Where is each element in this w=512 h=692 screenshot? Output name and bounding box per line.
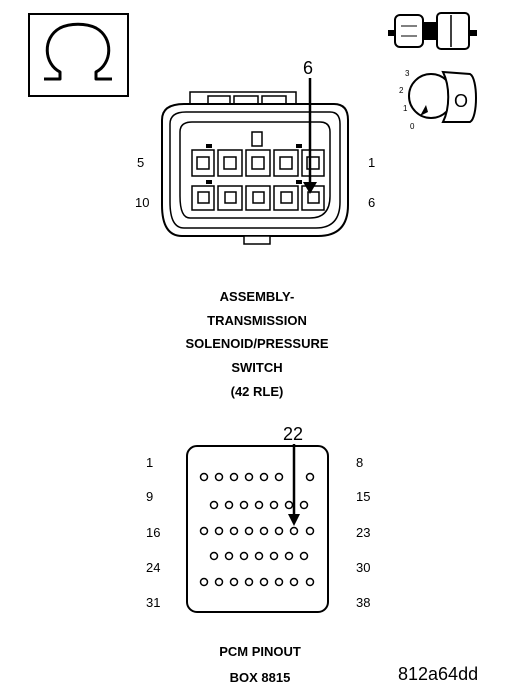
dial-position-0: 0	[410, 122, 415, 131]
pcm-pin-cavity	[305, 577, 315, 587]
pcm-pin-cavity	[269, 551, 279, 561]
pcm-pin-cavity	[199, 472, 209, 482]
lock-dial-icon: O 3 2 1 0	[399, 69, 477, 131]
pcm-pin-cavity	[259, 472, 269, 482]
pcm-pin-cavity	[284, 551, 294, 561]
pcm-row-label-23: 23	[356, 525, 370, 540]
pcm-row-label-24: 24	[146, 560, 160, 575]
pcm-pin-cavity	[274, 472, 284, 482]
pcm-pin-cavity	[299, 500, 309, 510]
lock-dial-face: O	[454, 91, 468, 111]
pcm-row-label-1: 1	[146, 455, 153, 470]
connector-title-line-1: ASSEMBLY-	[220, 289, 295, 304]
connector-callout-arrow	[303, 78, 317, 194]
pcm-row-label-30: 30	[356, 560, 370, 575]
pcm-pin-cavity	[199, 577, 209, 587]
pcm-pin-cavity	[305, 526, 315, 536]
pcm-callout-arrow	[288, 444, 300, 526]
pcm-pin-cavity	[244, 577, 254, 587]
pcm-row-label-9: 9	[146, 489, 153, 504]
connector-side-icon	[388, 12, 477, 50]
pcm-pin-cavity	[299, 551, 309, 561]
pcm-pin-grid	[199, 472, 315, 587]
pcm-pin-cavity	[229, 526, 239, 536]
pcm-pin-cavity	[199, 526, 209, 536]
pcm-title-line-1: PCM PINOUT	[219, 644, 301, 659]
pcm-pin-cavity	[274, 577, 284, 587]
pcm-pin-cavity	[244, 472, 254, 482]
pcm-pin-cavity	[209, 551, 219, 561]
pcm-pin-cavity	[214, 526, 224, 536]
pcm-pin-cavity	[214, 577, 224, 587]
pcm-pin-cavity	[229, 577, 239, 587]
figure-code: 812a64dd	[398, 664, 478, 684]
connector-title-line-2: TRANSMISSION	[207, 313, 307, 328]
pcm-pin-cavity	[239, 551, 249, 561]
pcm-pin-cavity	[254, 551, 264, 561]
pcm-pin-cavity	[269, 500, 279, 510]
connector-title-line-4: SWITCH	[231, 360, 282, 375]
pcm-pin-cavity	[289, 526, 299, 536]
pcm-title-line-2: BOX 8815	[230, 670, 291, 685]
pcm-row-label-38: 38	[356, 595, 370, 610]
pcm-pin-cavity	[244, 526, 254, 536]
pcm-row-label-16: 16	[146, 525, 160, 540]
dial-position-2: 2	[399, 86, 404, 95]
dial-position-3: 3	[405, 69, 410, 78]
pcm-row-label-15: 15	[356, 489, 370, 504]
connector-title-line-3: SOLENOID/PRESSURE	[185, 336, 328, 351]
pcm-pin-cavity	[259, 577, 269, 587]
pcm-row-label-8: 8	[356, 455, 363, 470]
pcm-pin-cavity	[259, 526, 269, 536]
pcm-callout-label: 22	[283, 424, 303, 444]
pcm-row-labels-right: 8 15 23 30 38	[356, 455, 370, 610]
dial-position-1: 1	[403, 104, 408, 113]
solenoid-connector	[161, 91, 349, 245]
connector-pin-label-5: 5	[137, 155, 144, 170]
pcm-pin-cavity	[224, 500, 234, 510]
pcm-pin-cavity	[239, 500, 249, 510]
pcm-pin-cavity	[224, 551, 234, 561]
connector-pin-label-6: 6	[368, 195, 375, 210]
connector-pin-label-10: 10	[135, 195, 149, 210]
pcm-pin-cavity	[305, 472, 315, 482]
pcm-pin-cavity	[209, 500, 219, 510]
connector-title-line-5: (42 RLE)	[231, 384, 284, 399]
pcm-row-label-31: 31	[146, 595, 160, 610]
pcm-pin-cavity	[229, 472, 239, 482]
pcm-row-labels-left: 1 9 16 24 31	[146, 455, 160, 610]
pcm-pin-cavity	[289, 577, 299, 587]
omega-icon	[28, 13, 129, 97]
connector-pin-label-1: 1	[368, 155, 375, 170]
pcm-pin-cavity	[214, 472, 224, 482]
connector-callout-label: 6	[303, 58, 313, 78]
pcm-pin-cavity	[274, 526, 284, 536]
pcm-pin-cavity	[284, 500, 294, 510]
connector-title: ASSEMBLY- TRANSMISSION SOLENOID/PRESSURE…	[185, 289, 328, 399]
pcm-pin-cavity	[254, 500, 264, 510]
